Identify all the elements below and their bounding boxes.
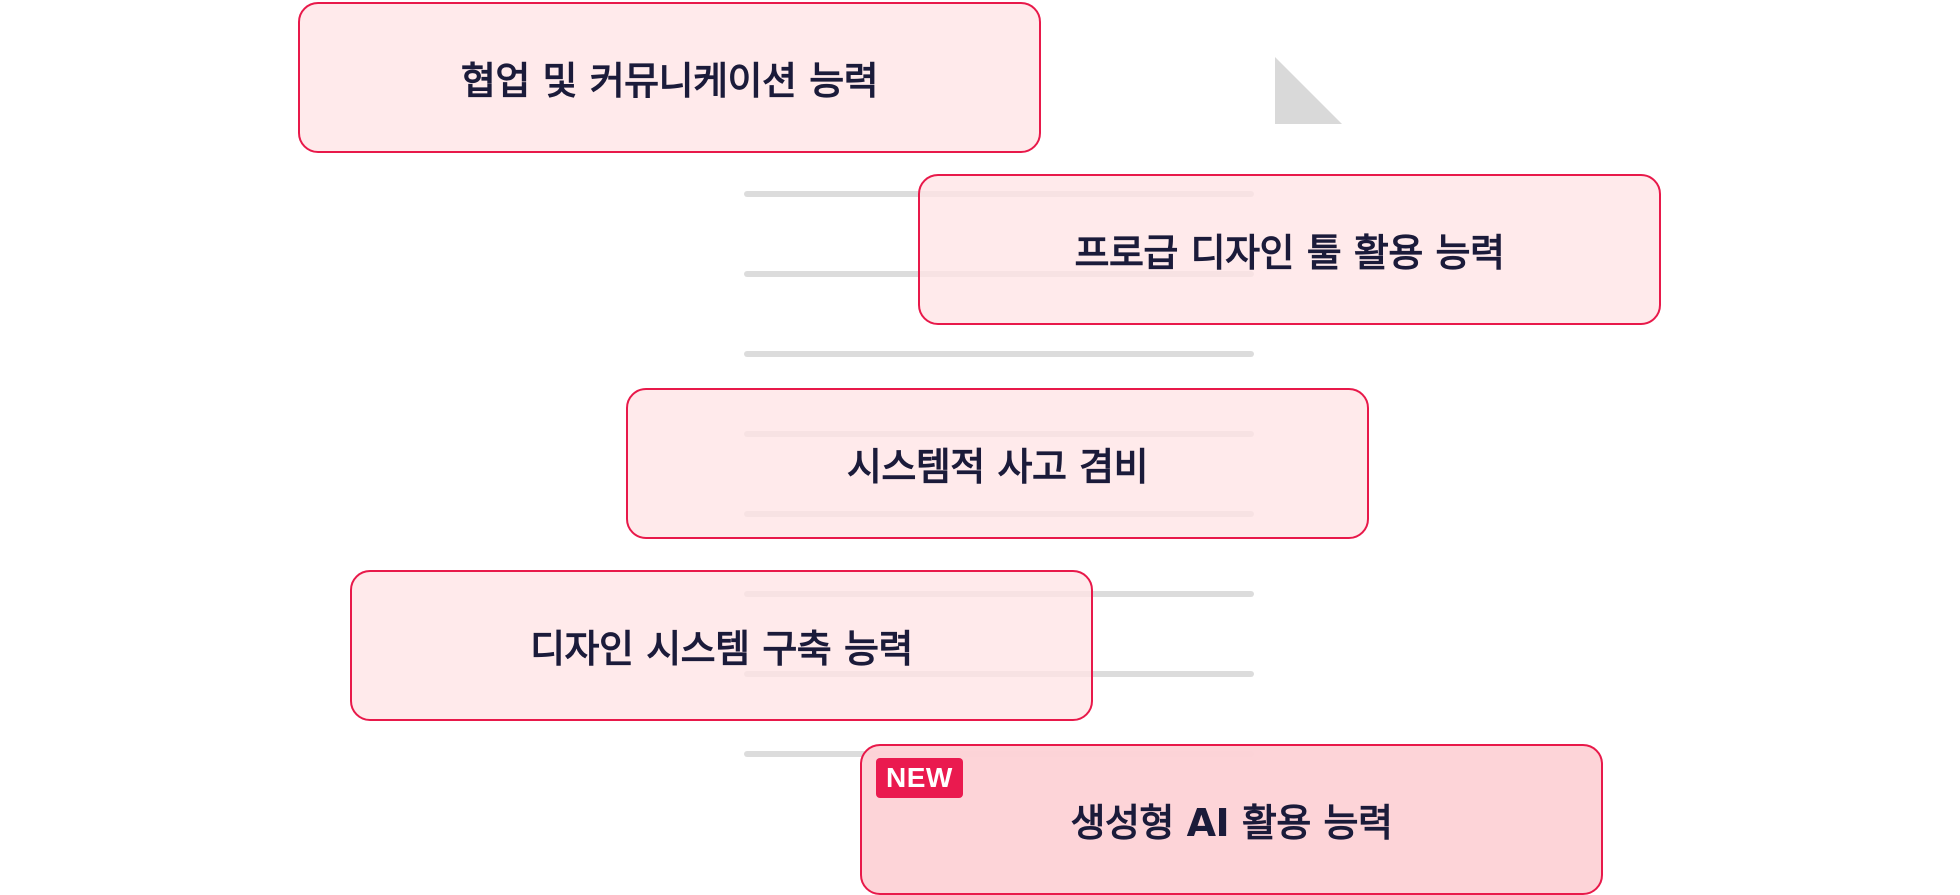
skill-card-design-system: 디자인 시스템 구축 능력 <box>350 570 1093 721</box>
skill-card-systems-thinking: 시스템적 사고 겸비 <box>626 388 1369 539</box>
document-fold-corner <box>1275 57 1342 124</box>
skill-card-label: 디자인 시스템 구축 능력 <box>530 627 913 671</box>
skill-card-label: 프로급 디자인 툴 활용 능력 <box>1074 231 1505 275</box>
skill-card-label: 생성형 AI 활용 능력 <box>1070 801 1393 845</box>
skill-card-label: 시스템적 사고 겸비 <box>846 445 1149 489</box>
skill-card-label: 협업 및 커뮤니케이션 능력 <box>460 59 879 103</box>
skill-card-pro-design-tools: 프로급 디자인 툴 활용 능력 <box>918 174 1661 325</box>
document-line <box>744 351 1254 357</box>
skill-card-generative-ai: NEW 생성형 AI 활용 능력 <box>860 744 1603 895</box>
new-badge: NEW <box>876 758 963 798</box>
skill-card-collaboration: 협업 및 커뮤니케이션 능력 <box>298 2 1041 153</box>
